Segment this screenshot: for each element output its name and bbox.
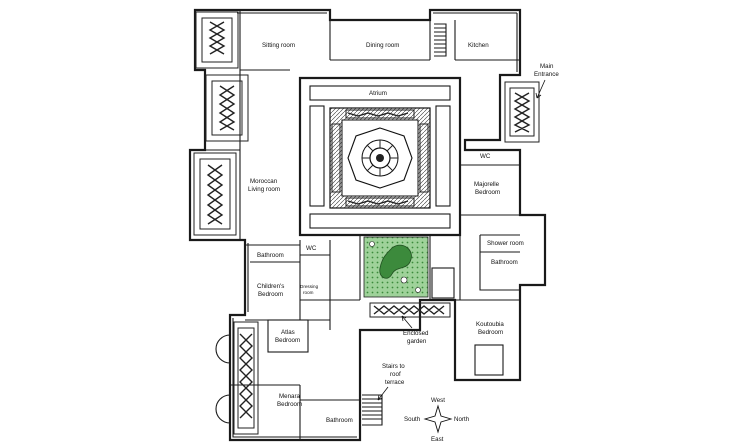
label-majorelle-1: Majorelle — [474, 181, 500, 188]
compass-rose: West South North East — [404, 397, 470, 443]
tile-panel-top-left — [195, 11, 239, 69]
label-atlas-1: Atlas — [281, 329, 295, 336]
label-sitting-room: Sitting room — [262, 42, 295, 49]
tile-panel-entrance — [504, 81, 540, 143]
label-menara-1: Menara — [279, 393, 301, 400]
enclosed-garden — [363, 236, 429, 298]
label-moroccan-2: Living room — [248, 186, 280, 193]
label-main-entrance-2: Entrance — [534, 71, 559, 78]
label-stairs-3: terrace — [385, 379, 405, 386]
compass-north: North — [454, 416, 470, 423]
label-dressing-1: Dressing — [300, 284, 319, 289]
label-stairs-2: roof — [390, 371, 401, 378]
label-stairs-1: Stairs to — [382, 363, 405, 370]
label-majorelle-2: Bedroom — [475, 189, 500, 196]
tile-panel-left-lower — [193, 152, 237, 236]
tile-panel-left-mid — [205, 74, 249, 142]
label-kitchen: Kitchen — [468, 42, 489, 49]
compass-south: South — [404, 416, 421, 423]
label-shower-room: Shower room — [487, 240, 524, 247]
label-wc-upper: WC — [480, 153, 491, 160]
arrow-main-entrance — [535, 79, 546, 99]
label-menara-2: Bedroom — [277, 401, 302, 408]
roof-stairs — [362, 394, 383, 426]
label-enclosed-1: Enclosed — [403, 330, 429, 337]
label-childrens-1: Children's — [257, 283, 284, 290]
compass-star-icon — [423, 404, 453, 434]
arrow-stairs — [377, 386, 389, 401]
kitchen-stairs — [434, 23, 447, 57]
tile-panel-menara — [233, 321, 259, 435]
label-dressing-2: room — [303, 290, 314, 295]
label-atrium: Atrium — [369, 90, 387, 97]
label-enclosed-2: garden — [407, 338, 427, 345]
label-koutoubia-1: Koutoubia — [476, 321, 504, 328]
label-main-entrance-1: Main — [540, 63, 554, 70]
atrium-ornament — [329, 107, 431, 209]
tile-panels — [193, 11, 540, 435]
label-bathroom-bottom: Bathroom — [326, 417, 353, 424]
label-bathroom-left: Bathroom — [257, 252, 284, 259]
label-childrens-2: Bedroom — [258, 291, 283, 298]
compass-west: West — [431, 397, 445, 404]
compass-east: East — [431, 436, 444, 443]
label-moroccan-1: Moroccan — [250, 178, 278, 185]
interior-walls — [190, 10, 520, 440]
outer-walls — [188, 8, 547, 442]
room-labels: Sitting room Dining room Kitchen Main En… — [248, 42, 559, 424]
label-dining-room: Dining room — [366, 42, 399, 49]
label-wc-lower: WC — [306, 245, 317, 252]
tile-panel-garden-bottom — [369, 302, 451, 318]
label-atlas-2: Bedroom — [275, 337, 300, 344]
label-bathroom-right: Bathroom — [491, 259, 518, 266]
arrow-enclosed-garden — [401, 315, 413, 329]
label-koutoubia-2: Bedroom — [478, 329, 503, 336]
